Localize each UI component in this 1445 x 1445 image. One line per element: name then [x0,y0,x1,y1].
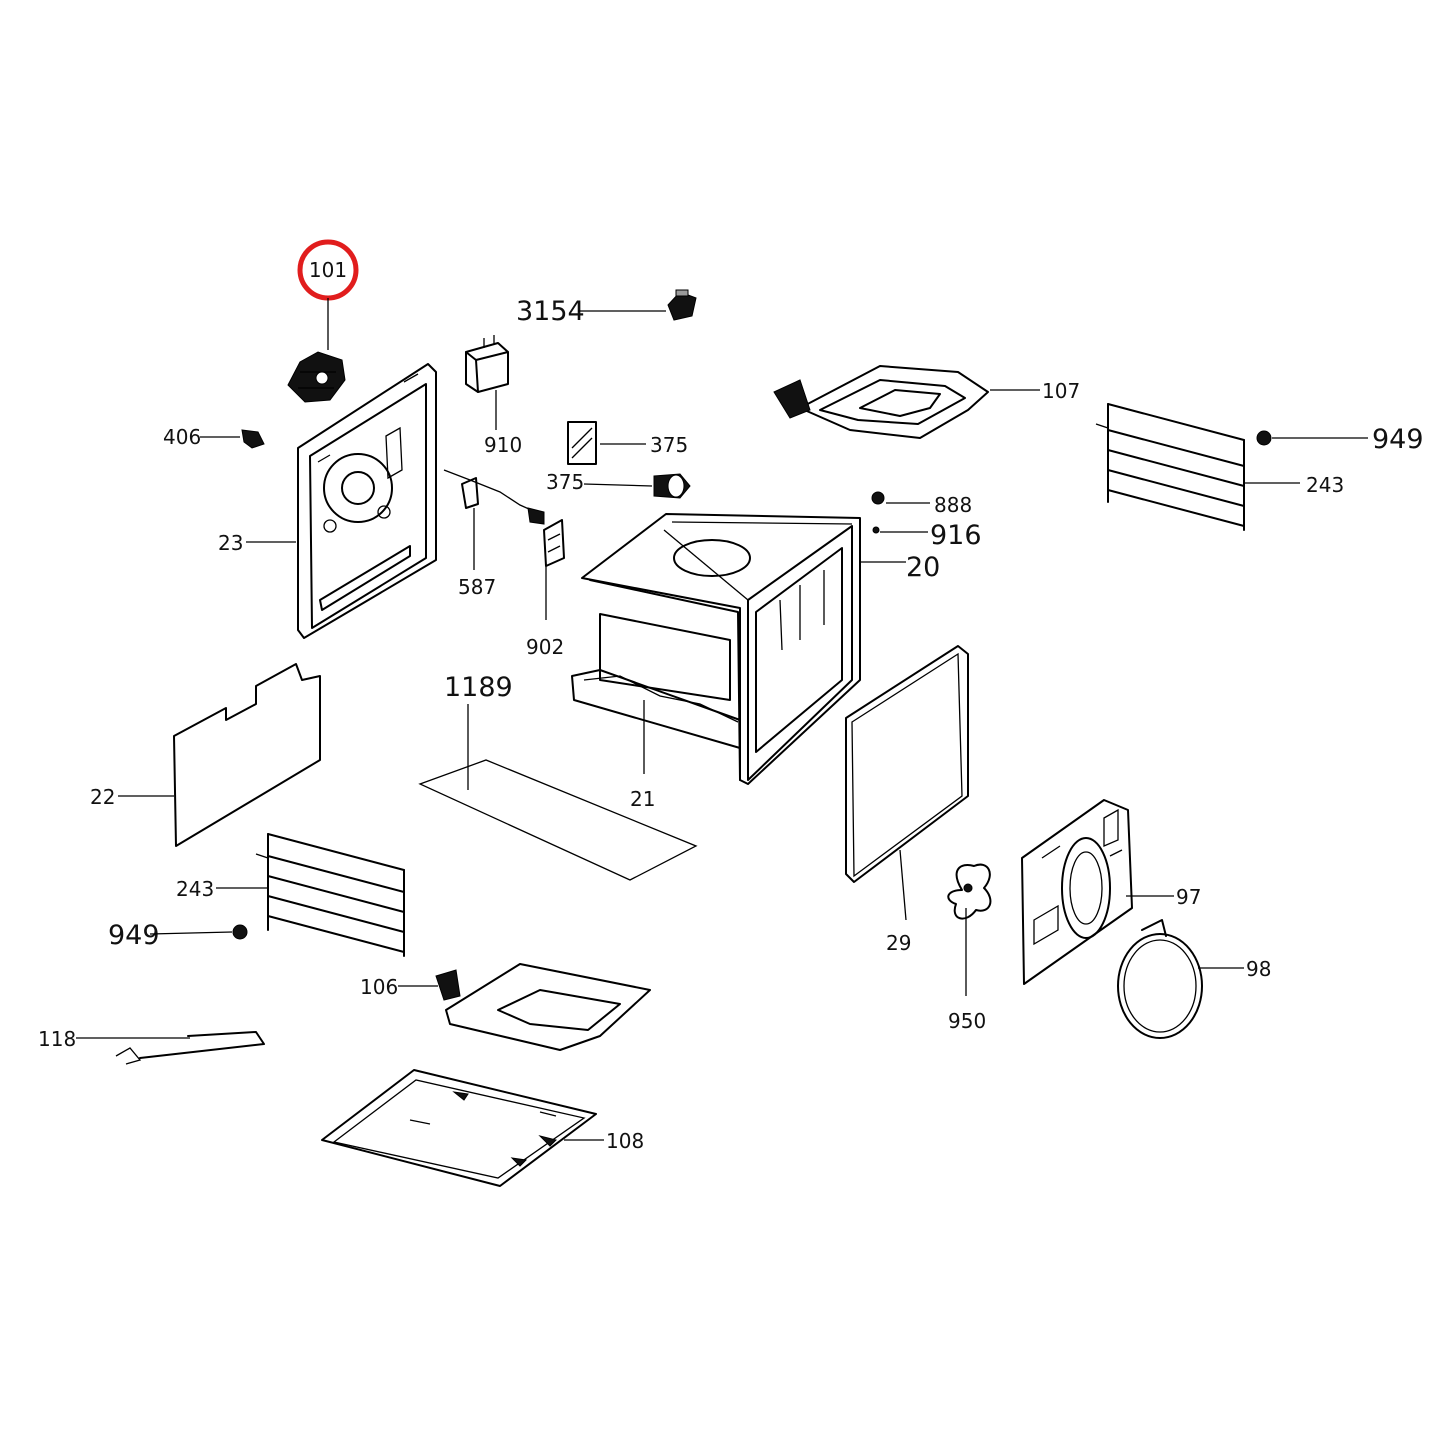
label-101[interactable]: 101 [309,258,347,282]
part-375-lamp[interactable] [653,473,691,499]
part-101-thermostat[interactable] [287,351,346,403]
part-587-sensor-cable[interactable] [443,469,545,525]
part-406-clip[interactable] [241,429,265,449]
part-23-back-panel[interactable] [297,363,437,639]
label-21[interactable]: 21 [630,787,655,811]
part-950-fan[interactable] [947,863,992,920]
part-20-oven-cavity[interactable] [581,513,861,785]
label-1189[interactable]: 1189 [444,672,513,703]
part-29-door-gasket[interactable] [845,645,969,883]
part-375-glass[interactable] [567,421,597,465]
part-916-screw[interactable] [872,526,880,534]
part-243-shelf-guide-right[interactable] [1095,403,1245,531]
part-22-insulation-panel[interactable] [173,663,321,847]
label-375a[interactable]: 375 [650,433,688,457]
part-949-knob-right[interactable] [1256,430,1272,446]
label-587[interactable]: 587 [458,575,496,599]
label-118[interactable]: 118 [38,1027,76,1051]
part-243-shelf-guide-left[interactable] [255,833,405,957]
part-107-grill-element[interactable] [773,365,989,439]
label-910[interactable]: 910 [484,433,522,457]
part-949-knob-left[interactable] [232,924,248,940]
label-243b[interactable]: 243 [176,877,214,901]
label-949a[interactable]: 949 [1372,424,1424,455]
part-98-ring-element[interactable] [1117,919,1203,1039]
label-375b[interactable]: 375 [546,470,584,494]
label-22[interactable]: 22 [90,785,115,809]
label-23[interactable]: 23 [218,531,243,555]
label-98[interactable]: 98 [1246,957,1271,981]
part-97-rear-cover[interactable] [1021,799,1133,985]
part-108-bottom-panel[interactable] [321,1069,597,1187]
label-950[interactable]: 950 [948,1009,986,1033]
label-949b[interactable]: 949 [108,920,160,951]
label-406[interactable]: 406 [163,425,201,449]
label-29[interactable]: 29 [886,931,911,955]
part-910-block[interactable] [465,335,509,393]
part-3154-thermal-switch[interactable] [667,289,697,321]
label-902[interactable]: 902 [526,635,564,659]
label-107[interactable]: 107 [1042,379,1080,403]
label-3154[interactable]: 3154 [516,296,585,327]
part-21-bottom-tray[interactable] [571,669,741,749]
label-243a[interactable]: 243 [1306,473,1344,497]
label-20[interactable]: 20 [906,552,940,583]
label-916[interactable]: 916 [930,520,982,551]
label-108[interactable]: 108 [606,1129,644,1153]
part-902-bracket[interactable] [543,519,565,567]
label-106[interactable]: 106 [360,975,398,999]
part-118-element[interactable] [115,1031,265,1065]
part-106-bottom-element[interactable] [435,963,651,1051]
part-1189-insulation-sheet[interactable] [418,759,698,881]
label-97[interactable]: 97 [1176,885,1201,909]
label-888[interactable]: 888 [934,493,972,517]
part-888-screw[interactable] [871,491,885,505]
